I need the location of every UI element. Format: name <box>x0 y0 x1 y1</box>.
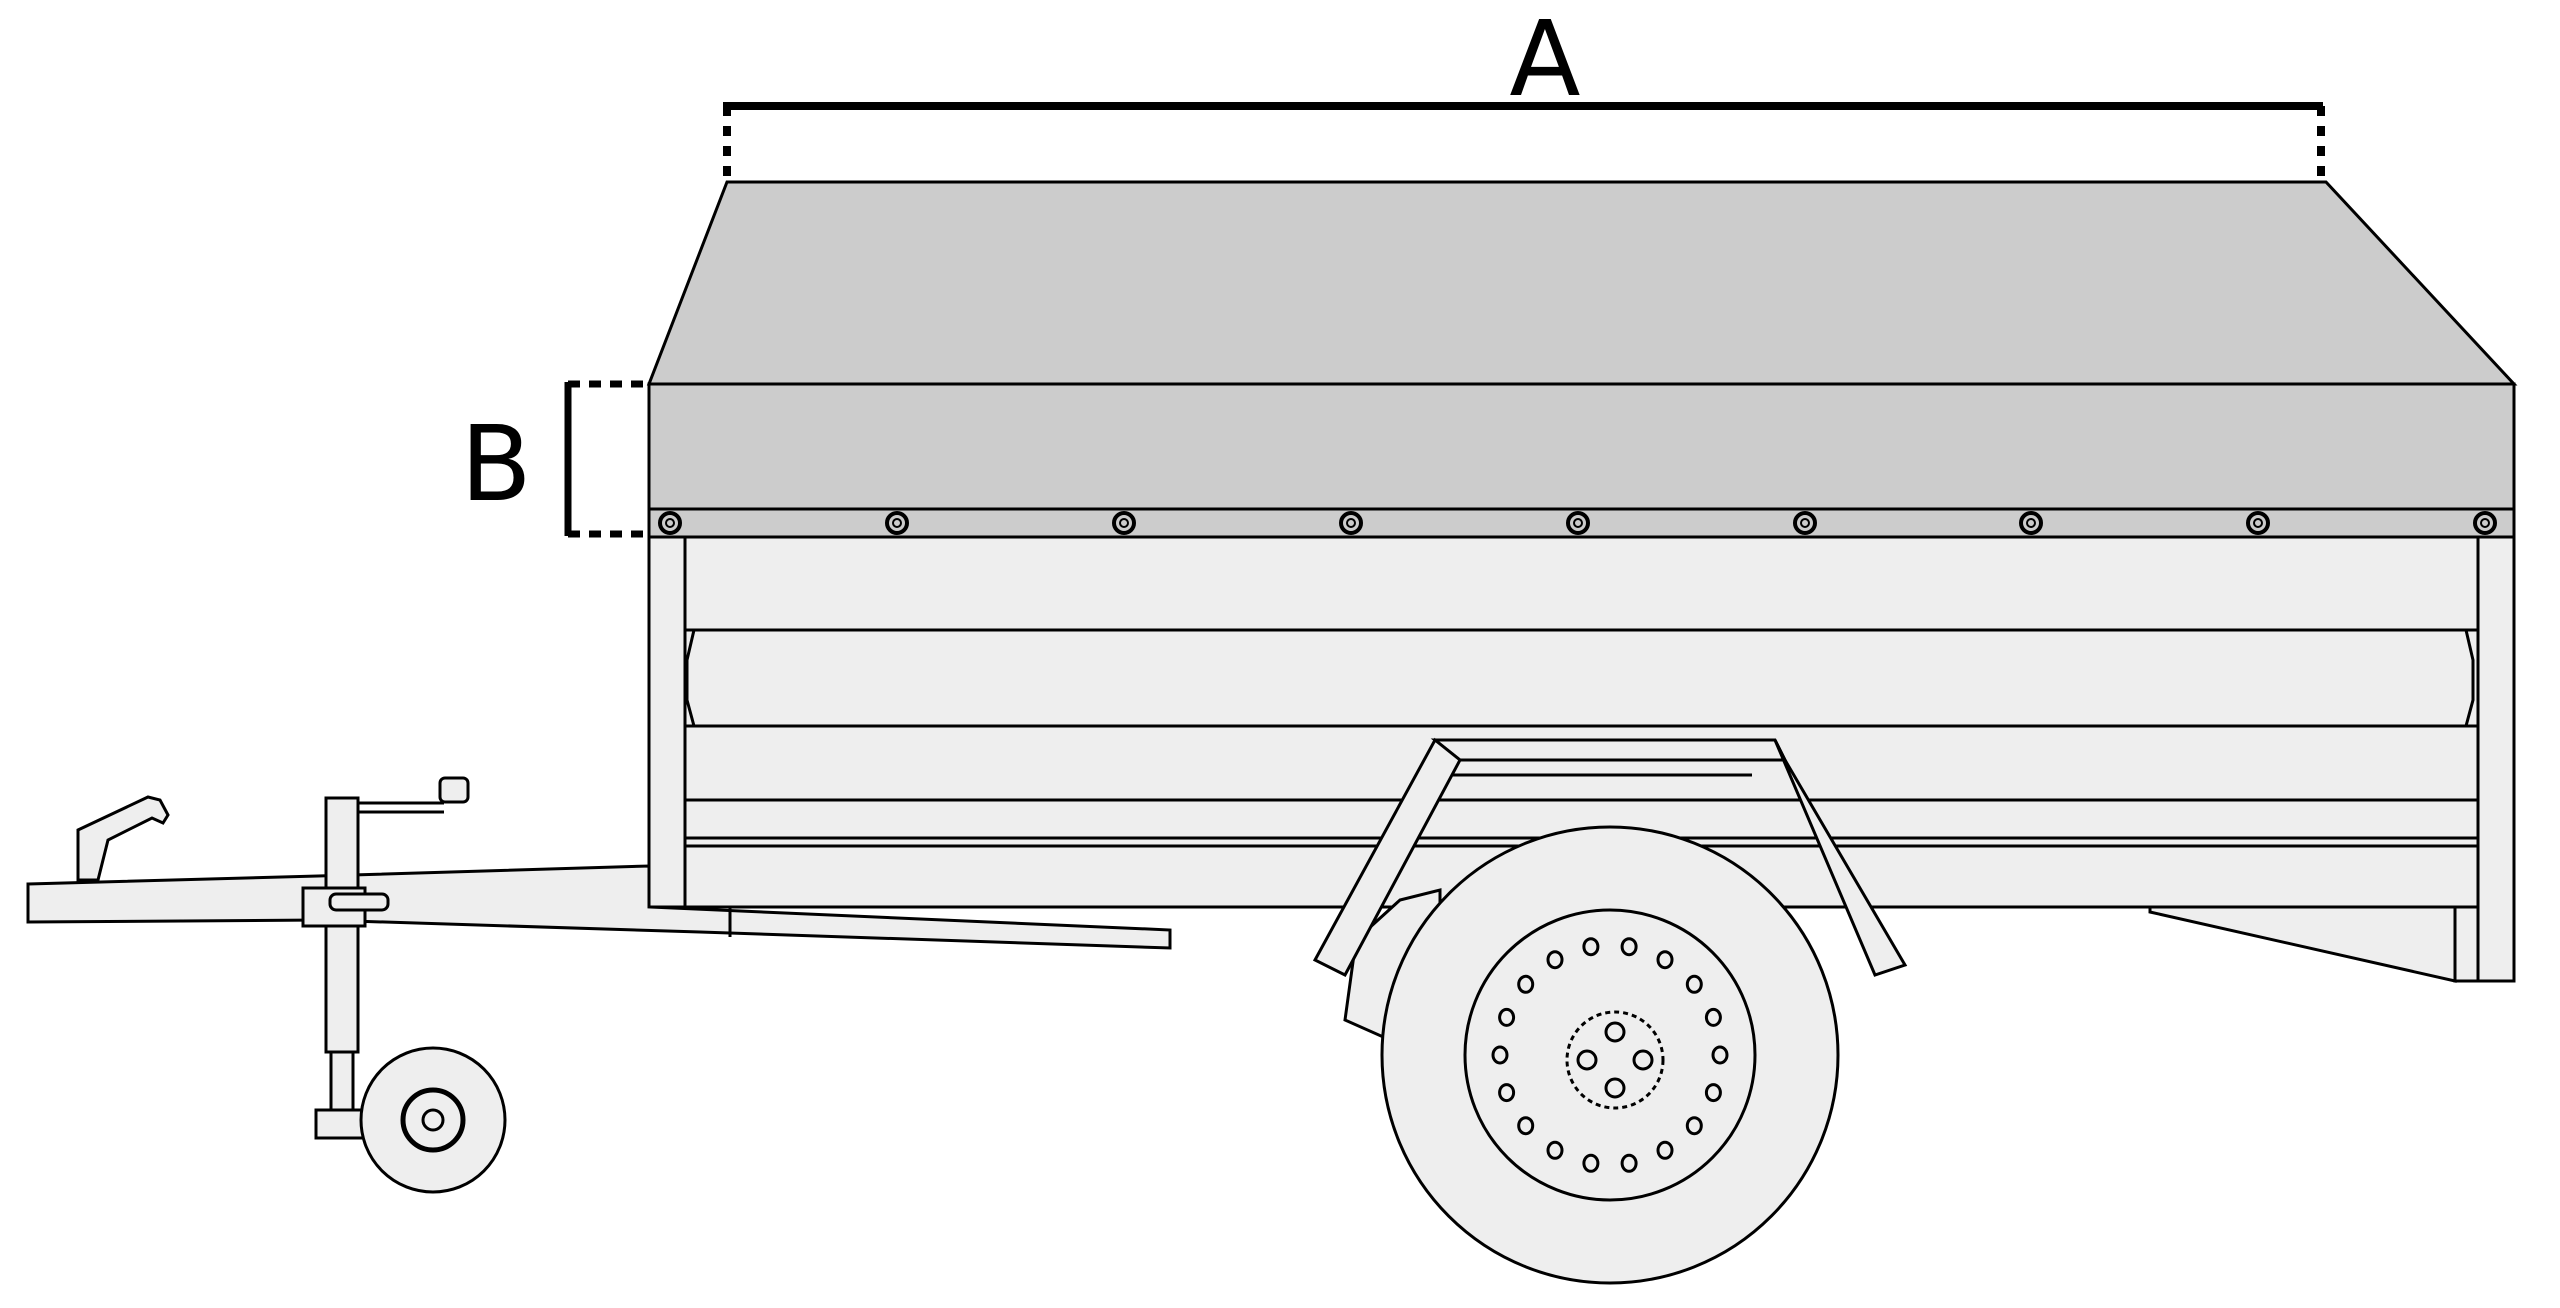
grommet <box>1339 511 1363 535</box>
rear-corner-post <box>2476 535 2516 983</box>
grommet-row <box>658 511 2497 535</box>
wheel-nut <box>1576 1049 1598 1071</box>
mudguard-top <box>1430 738 1788 762</box>
rim-hole <box>1491 1045 1509 1065</box>
rim-hole <box>1498 1083 1516 1103</box>
mudguard-rear-leg <box>1773 739 1908 977</box>
jockey-crank-knob <box>438 776 470 804</box>
coupling-handle <box>76 795 170 882</box>
rim-hole <box>1685 1116 1703 1136</box>
grommet-hole <box>1573 518 1583 528</box>
dimension-a: A <box>723 0 2325 180</box>
rim-hole <box>1517 974 1535 994</box>
rim-holes <box>1491 937 1729 1173</box>
wheel-nuts <box>1576 1021 1654 1099</box>
rear-support-plate <box>2148 905 2457 983</box>
tarp-side <box>647 382 2516 511</box>
grommet <box>1793 511 1817 535</box>
rim-hole <box>1620 1153 1638 1173</box>
grommet <box>1112 511 1136 535</box>
grommet-hole <box>1119 518 1129 528</box>
rim-hole <box>1582 1153 1600 1173</box>
mudguard-front-leg <box>1312 737 1462 977</box>
grommet-hole <box>1800 518 1810 528</box>
side-panel-rib-front <box>685 629 696 727</box>
grommet-hole <box>2480 518 2490 528</box>
jockey-wheel-assembly <box>301 776 507 1194</box>
road-wheel <box>1380 825 1840 1285</box>
rim-hole <box>1704 1007 1722 1027</box>
grommet <box>2019 511 2043 535</box>
tarp-roof <box>646 180 2518 386</box>
rim-hole <box>1517 1116 1535 1136</box>
front-corner-post <box>647 535 687 909</box>
rim-hole <box>1711 1045 1729 1065</box>
grommet <box>885 511 909 535</box>
grommet <box>1566 511 1590 535</box>
rim-hole <box>1546 950 1564 970</box>
tarp-cover <box>646 180 2518 539</box>
rim-hole <box>1620 937 1638 957</box>
dimension-b-label: B <box>460 403 531 525</box>
rim-hole <box>1582 937 1600 957</box>
rear-bumper-block <box>2453 905 2480 983</box>
grommet-hole <box>665 518 675 528</box>
side-panel-rib-rear <box>2464 629 2475 727</box>
wheel-nut <box>1604 1021 1626 1043</box>
rim-hole <box>1498 1007 1516 1027</box>
rim-hole <box>1685 974 1703 994</box>
grommet-hole <box>892 518 902 528</box>
grommet <box>2473 511 2497 535</box>
road-wheel-hub <box>1565 1010 1665 1110</box>
grommet-hole <box>2253 518 2263 528</box>
rim-hole <box>1656 950 1674 970</box>
grommet-hole <box>1346 518 1356 528</box>
jockey-tube-lower <box>329 1050 355 1114</box>
rim-hole <box>1656 1140 1674 1160</box>
jockey-clamp-lever <box>328 892 390 912</box>
dimension-b: B <box>460 380 648 538</box>
wheel-nut <box>1604 1077 1626 1099</box>
grommet <box>658 511 682 535</box>
jockey-wheel-axle <box>421 1108 445 1132</box>
dimension-a-label: A <box>1509 0 1580 120</box>
mudguard <box>1312 737 1908 977</box>
wheel-nut <box>1632 1049 1654 1071</box>
grommet-hole <box>2026 518 2036 528</box>
rim-hole <box>1704 1083 1722 1103</box>
grommet <box>2246 511 2270 535</box>
rim-hole <box>1546 1140 1564 1160</box>
